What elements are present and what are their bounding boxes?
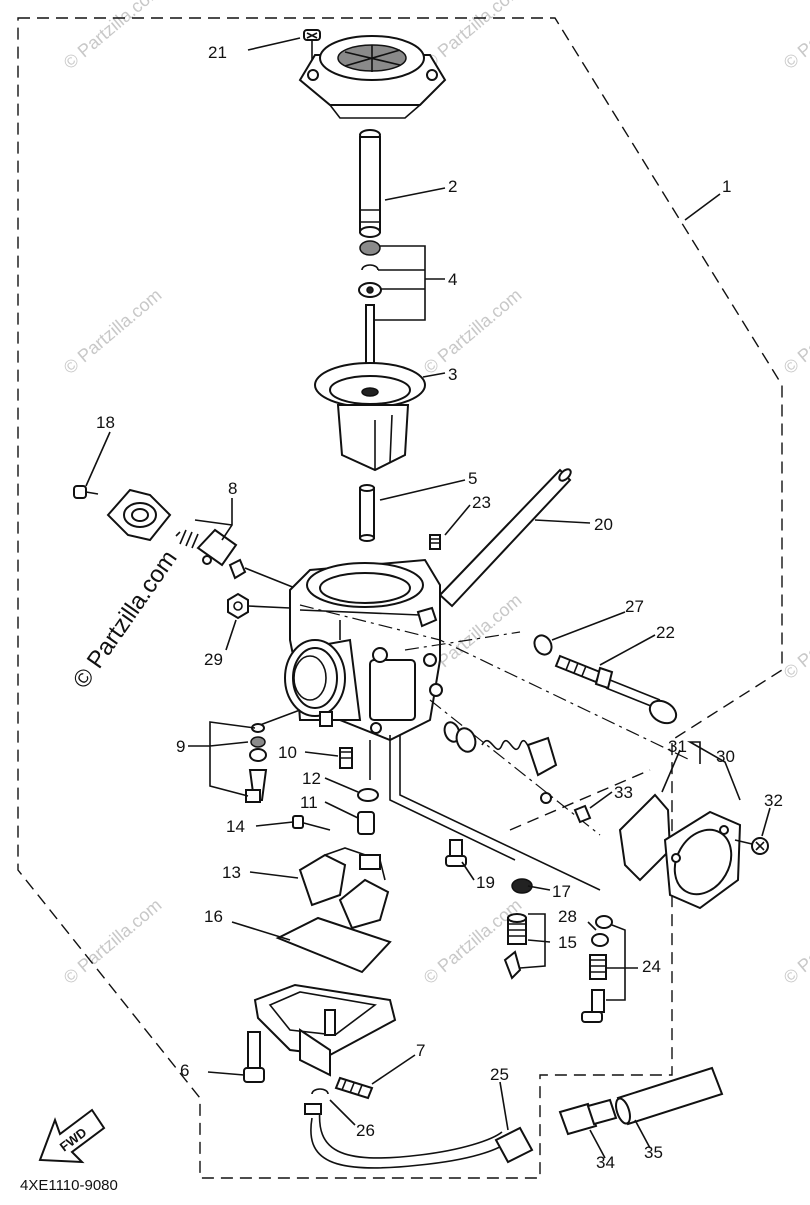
callout-17: 17: [552, 882, 571, 901]
callout-20: 20: [594, 515, 613, 534]
callout-5: 5: [468, 469, 477, 488]
float-bowl: [253, 983, 397, 1077]
callout-14: 14: [226, 817, 245, 836]
part-28-oring: [595, 915, 613, 929]
callout-33: 33: [614, 783, 633, 802]
leader-line: [404, 631, 521, 651]
callout-16: 16: [204, 907, 223, 926]
part-6-screw: [243, 1031, 265, 1083]
part-16-gasket: [275, 916, 392, 974]
part-11-plug: [357, 811, 375, 835]
assembly-boundary: [17, 17, 783, 1179]
callout-7: 7: [416, 1041, 425, 1060]
part-35-tube: [615, 1066, 724, 1126]
callout-30: 30: [716, 747, 735, 766]
screw-21: [303, 29, 321, 60]
callout-18: 18: [96, 413, 115, 432]
part-27-oring: [533, 634, 553, 656]
callout-32: 32: [764, 791, 783, 810]
callout-26: 26: [356, 1121, 375, 1140]
part-5-needle: [359, 484, 375, 542]
callout-12: 12: [302, 769, 321, 788]
callout-leaders: [85, 37, 771, 1159]
watermark: © Partzilla.com: [420, 0, 526, 73]
callout-23: 23: [472, 493, 491, 512]
watermark: © Partzilla.com: [780, 895, 810, 988]
watermark: © Partzilla.com: [780, 0, 810, 73]
part-25-hose: [304, 1103, 534, 1169]
part-26-clip: [311, 1088, 329, 1095]
part-24-screw: [581, 954, 607, 1023]
watermark: © Partzilla.com: [780, 590, 810, 683]
part-4-kit: [358, 240, 382, 366]
part-34-fitting: [558, 1098, 618, 1136]
callout-25: 25: [490, 1065, 509, 1084]
callout-24: 24: [642, 957, 661, 976]
fwd-arrow: FWD: [38, 1108, 106, 1164]
part-33-spring: [443, 721, 592, 824]
part-31-gasket: [618, 793, 672, 882]
part-13-float: [298, 847, 390, 930]
top-cover: [298, 35, 447, 119]
callout-8: 8: [228, 479, 237, 498]
callout-31: 31: [668, 737, 687, 756]
part-10-jet: [339, 747, 353, 769]
part-19-screw: [445, 839, 467, 867]
leader-line: [429, 699, 601, 836]
part-3-diaphragm: [314, 362, 426, 472]
callout-11: 11: [300, 793, 318, 812]
part-30-cover: [663, 810, 742, 910]
part-28-washer: [591, 933, 609, 947]
callout-9: 9: [176, 737, 185, 756]
watermark: © Partzilla.com: [780, 285, 810, 378]
callout-22: 22: [656, 623, 675, 642]
callout-13: 13: [222, 863, 241, 882]
watermark: © Partzilla.com: [60, 285, 166, 378]
callout-28: 28: [558, 907, 577, 926]
part-22-screw: [554, 654, 678, 725]
part-32-screw: [734, 837, 769, 855]
callout-27: 27: [625, 597, 644, 616]
part-7-screw: [334, 1076, 374, 1100]
watermark: © Partzilla.com: [420, 285, 526, 378]
callout-34: 34: [596, 1153, 615, 1172]
part-15-valve: [503, 913, 527, 980]
leader-line: [299, 604, 691, 761]
part-9-jets: [245, 723, 268, 803]
part-8-plunger: [175, 528, 301, 591]
callout-21: 21: [208, 43, 227, 62]
part-29-nut: [227, 592, 291, 620]
callout-3: 3: [448, 365, 457, 384]
guide-line: [259, 709, 301, 726]
diagram-code: 4XE1110-9080: [20, 1177, 118, 1194]
callout-6: 6: [180, 1061, 189, 1080]
watermark-large: © Partzilla.com: [68, 545, 183, 693]
part-14-screw: [292, 815, 331, 831]
part-12-oring: [357, 788, 379, 802]
part-2-tube: [359, 129, 381, 238]
callout-2: 2: [448, 177, 457, 196]
sub-boundary: [509, 769, 651, 831]
guide-line: [389, 735, 516, 861]
part-18-cover: [73, 485, 172, 542]
carburetor-body: [284, 558, 443, 742]
callout-19: 19: [476, 873, 495, 892]
watermark: © Partzilla.com: [60, 0, 166, 73]
part-20-tube: [438, 468, 572, 608]
callout-29: 29: [204, 650, 223, 669]
callout-1: 1: [722, 177, 731, 196]
callout-4: 4: [448, 270, 457, 289]
part-23-screw: [429, 534, 441, 550]
callout-numbers: 21 2 1 4 3 18 5 8 23 20 27 22 29 9 10 30…: [96, 43, 783, 1172]
guide-line: [399, 735, 601, 891]
callout-10: 10: [278, 743, 297, 762]
callout-15: 15: [558, 933, 577, 952]
callout-35: 35: [644, 1143, 663, 1162]
